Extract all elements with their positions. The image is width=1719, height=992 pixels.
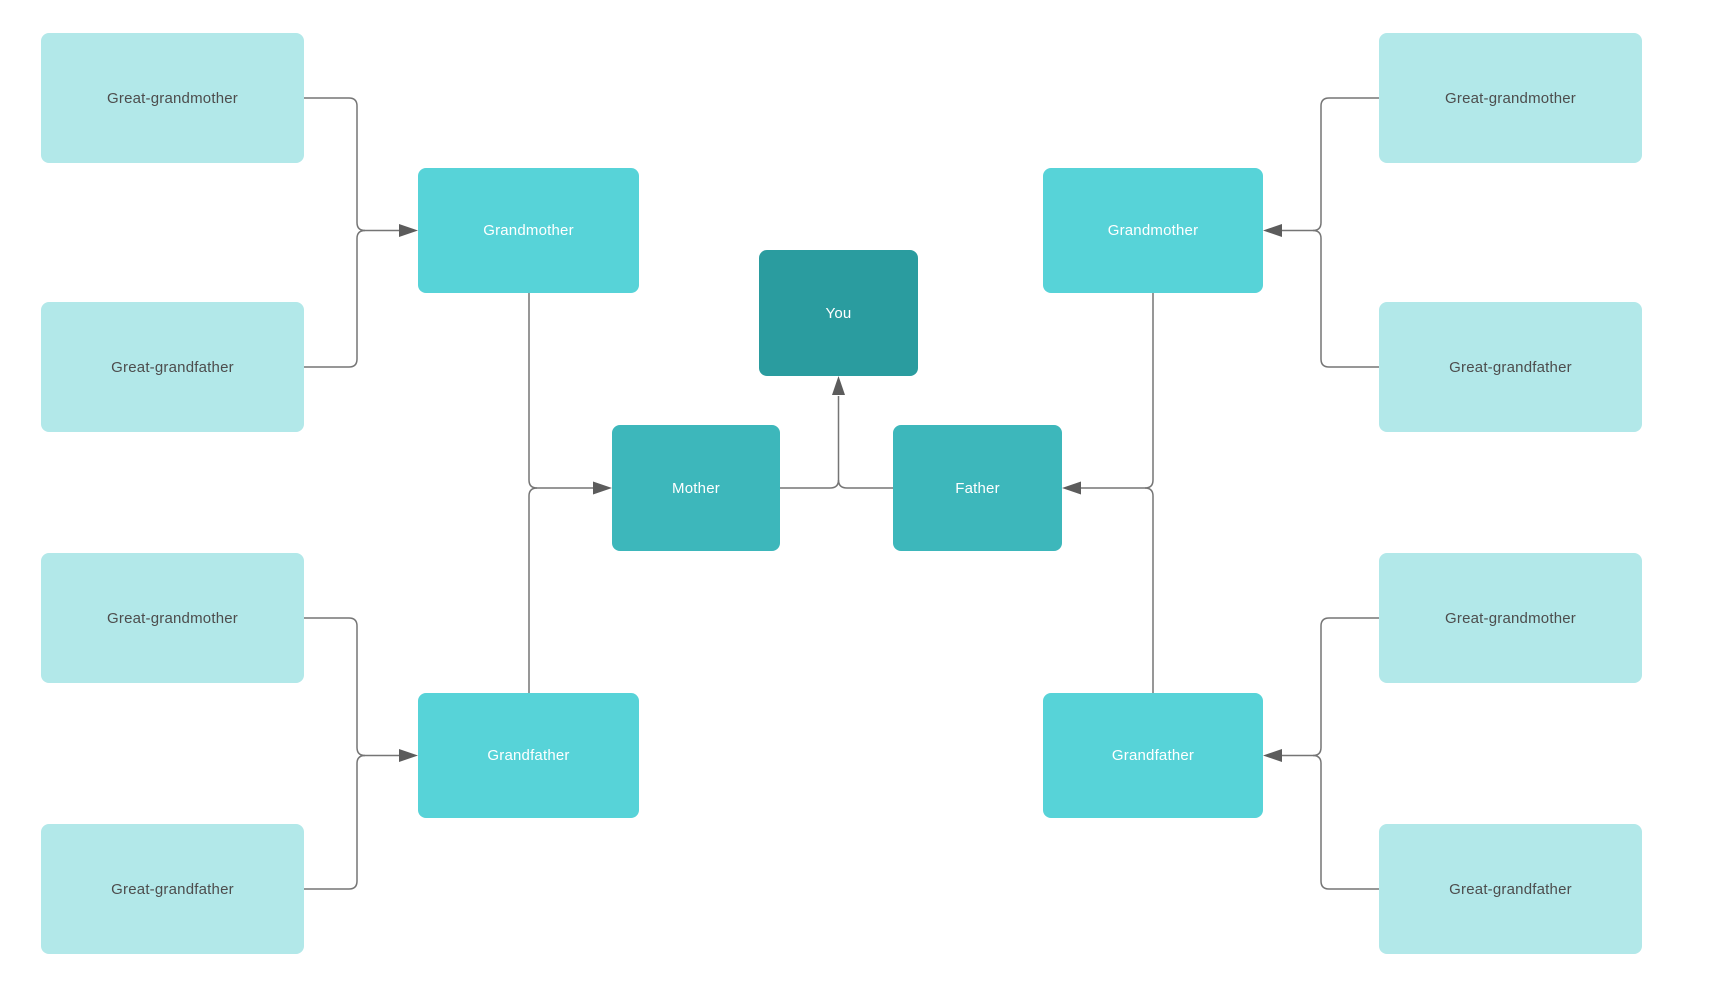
node-great-grandmother-left-1[interactable]: Great-grandmother [41, 33, 304, 163]
connector-gfleft-to-mother [528, 487, 538, 693]
connector-ggleft3-to-gfleft [304, 617, 399, 757]
node-label: Father [955, 479, 1000, 497]
arrowhead-into-father [1062, 481, 1081, 495]
arrowhead-into-you [832, 376, 845, 395]
arrowhead-into-gm-right [1263, 224, 1282, 237]
node-label: Grandmother [483, 222, 574, 239]
node-label: Great-grandmother [1445, 89, 1576, 107]
connector-ggleft4-to-gfleft [304, 754, 366, 890]
arrowhead-into-mother [593, 481, 612, 495]
connector-ggright1-to-gmright [1282, 97, 1379, 232]
node-mother[interactable]: Mother [612, 425, 780, 551]
node-label: You [825, 304, 852, 322]
node-great-grandmother-left-2[interactable]: Great-grandmother [41, 553, 304, 683]
node-grandmother-left[interactable]: Grandmother [418, 168, 639, 293]
node-grandfather-right[interactable]: Grandfather [1043, 693, 1263, 818]
node-great-grandmother-right-2[interactable]: Great-grandmother [1379, 553, 1642, 683]
arrowhead-into-gm-left [399, 224, 418, 237]
node-great-grandfather-left-1[interactable]: Great-grandfather [41, 302, 304, 432]
connector-gmleft-to-mother [528, 293, 593, 489]
connector-gmright-to-father [1081, 293, 1154, 489]
arrowhead-into-gf-right [1263, 749, 1282, 762]
connector-ggright2-to-gmright [1312, 229, 1379, 368]
node-grandmother-right[interactable]: Grandmother [1043, 168, 1263, 293]
node-label: Grandfather [1111, 747, 1195, 764]
node-label: Great-grandfather [1449, 880, 1572, 898]
node-label: Great-grandfather [111, 880, 234, 898]
node-label: Great-grandmother [107, 609, 238, 627]
node-great-grandfather-right-1[interactable]: Great-grandfather [1379, 302, 1642, 432]
connector-ggright3-to-gfright [1282, 617, 1379, 757]
arrowhead-into-gf-left [399, 749, 418, 762]
node-great-grandmother-right-1[interactable]: Great-grandmother [1379, 33, 1642, 163]
connector-ggleft1-to-gmleft [304, 97, 399, 232]
node-label: Great-grandfather [111, 358, 234, 376]
connector-ggleft2-to-gmleft [304, 229, 366, 368]
connector-ggright4-to-gfright [1312, 754, 1379, 890]
node-label: Great-grandfather [1449, 358, 1572, 376]
node-label: Great-grandmother [1445, 609, 1576, 627]
connector-mother-to-you [780, 396, 840, 489]
node-label: Grandfather [487, 747, 570, 764]
node-grandfather-left[interactable]: Grandfather [418, 693, 639, 818]
connector-father-to-you [837, 479, 893, 489]
node-label: Great-grandmother [107, 89, 238, 107]
node-you[interactable]: You [759, 250, 918, 376]
node-great-grandfather-left-2[interactable]: Great-grandfather [41, 824, 304, 954]
node-label: Grandmother [1107, 222, 1199, 239]
connector-gfright-to-father [1144, 487, 1154, 693]
node-father[interactable]: Father [893, 425, 1062, 551]
node-great-grandfather-right-2[interactable]: Great-grandfather [1379, 824, 1642, 954]
node-label: Mother [672, 479, 720, 497]
